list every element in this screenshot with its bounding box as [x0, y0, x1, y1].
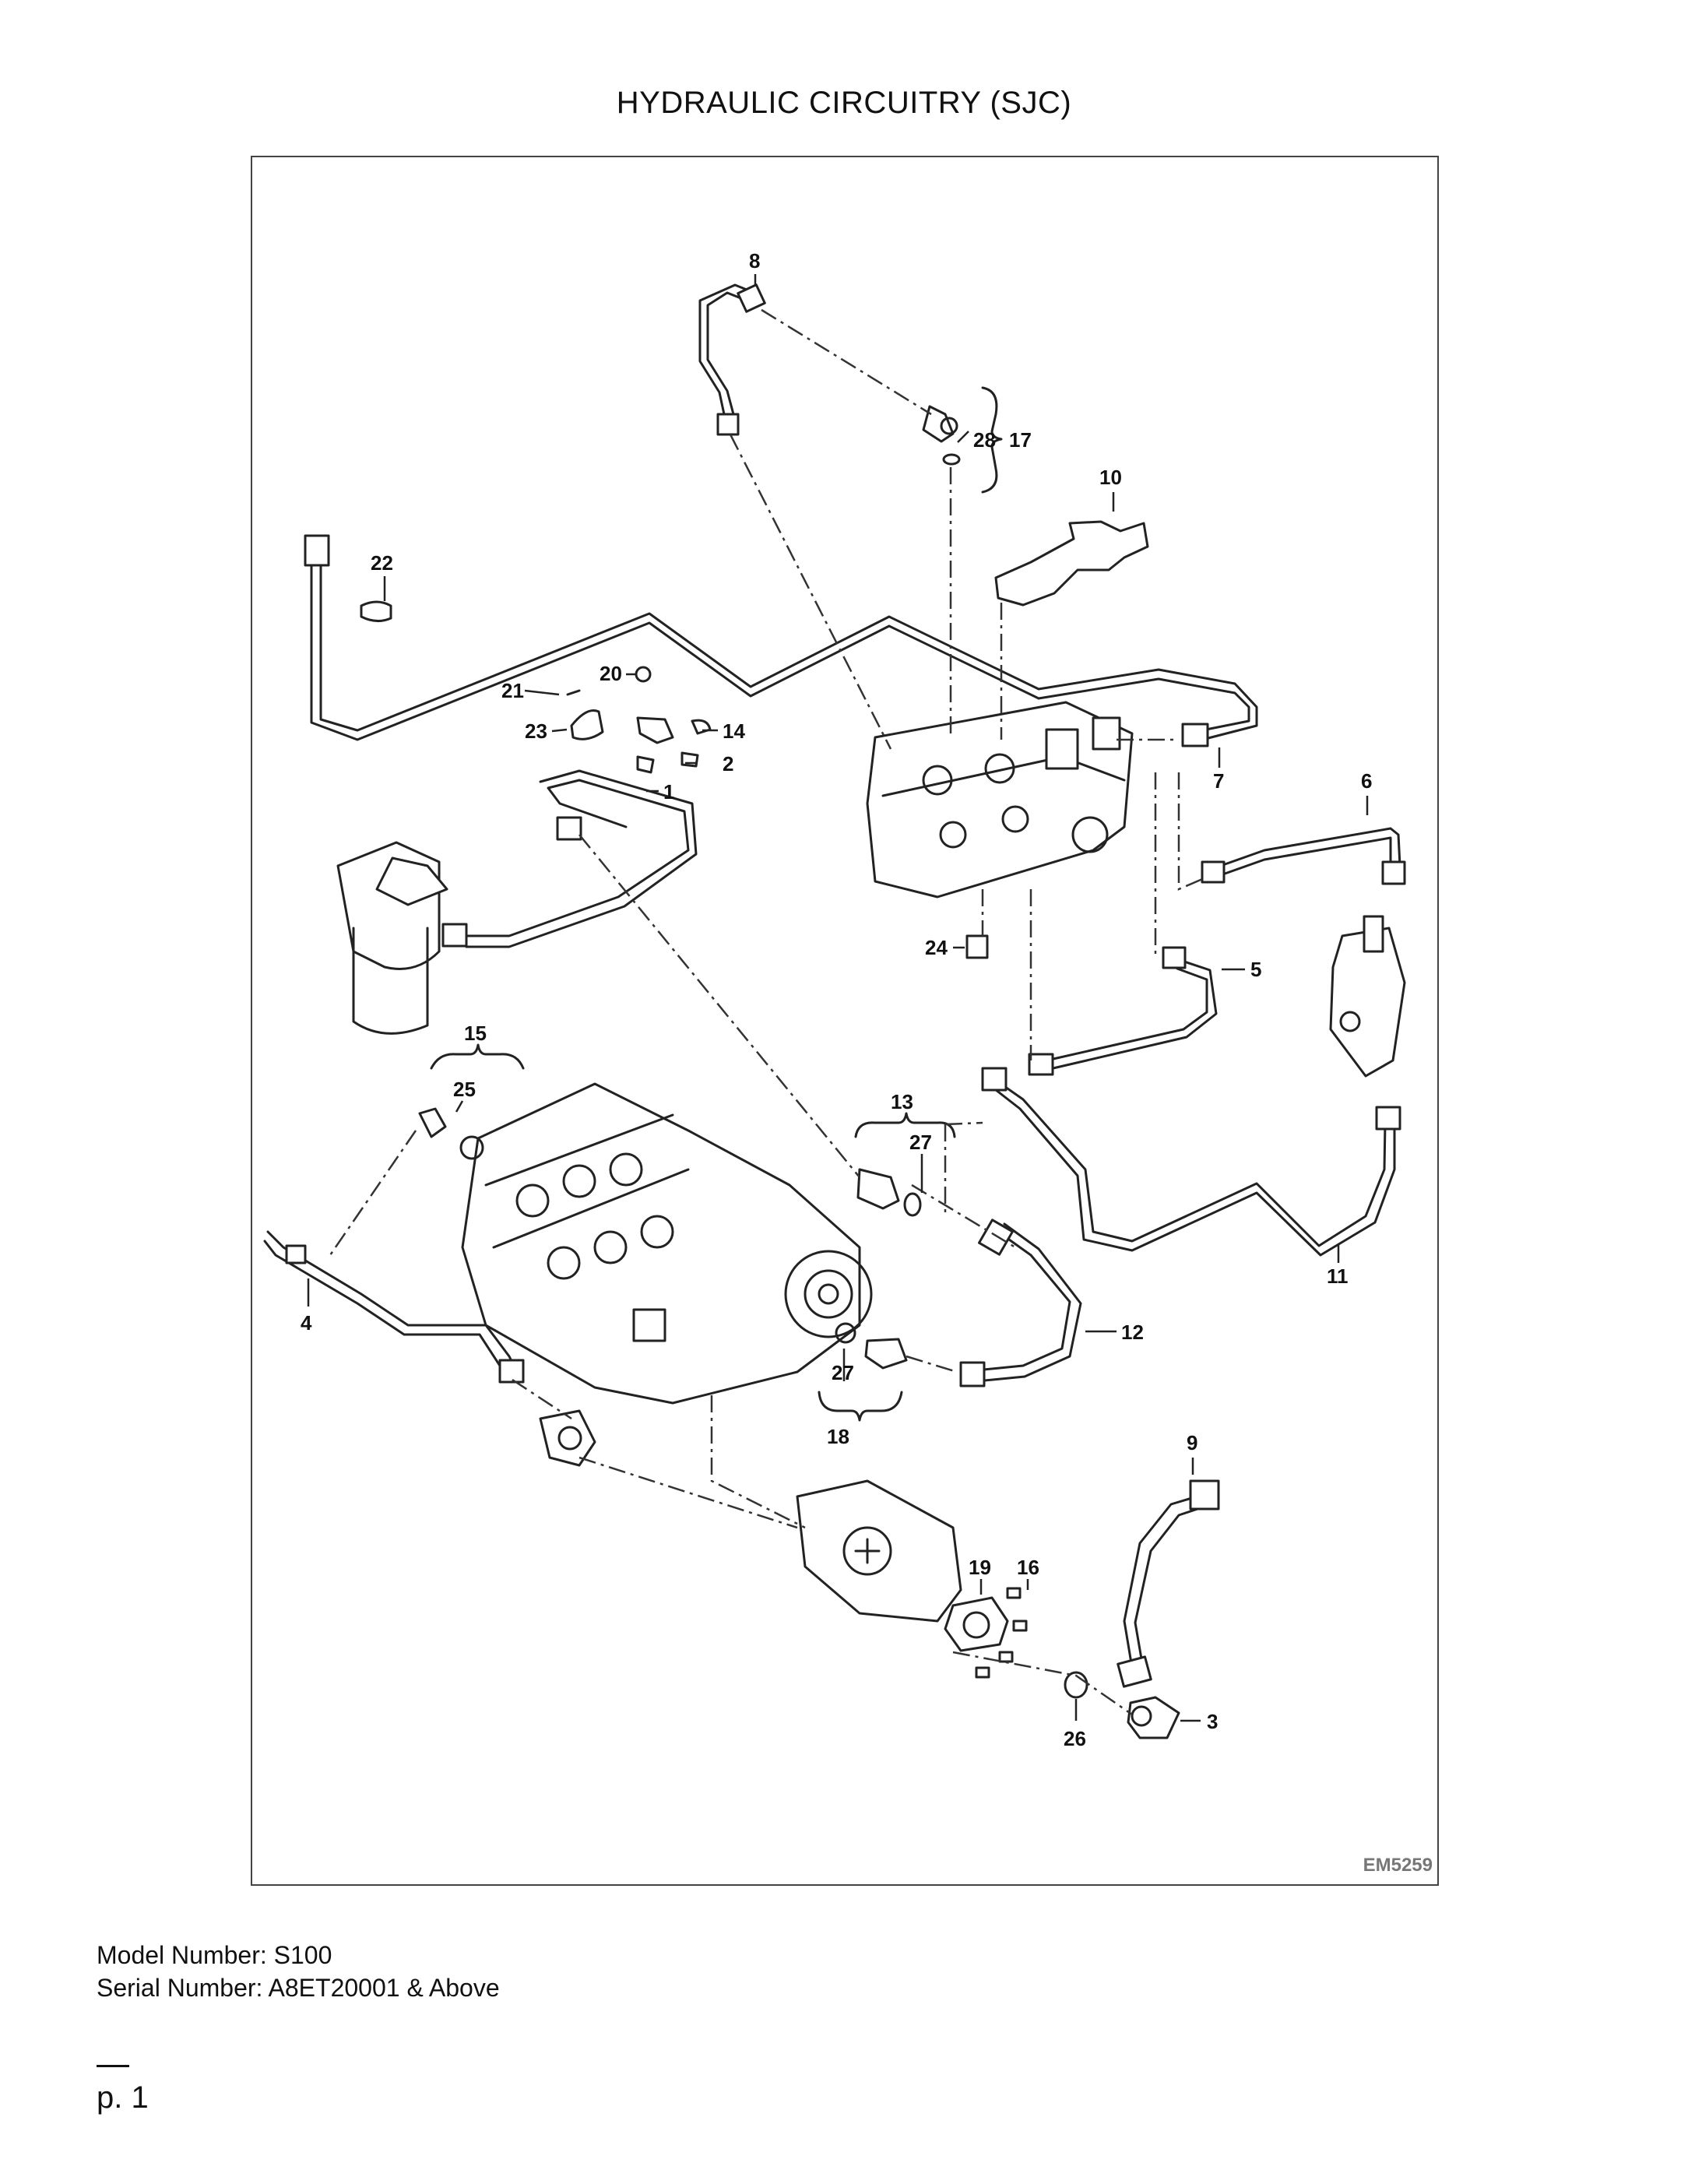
callout-26: 26: [1064, 1727, 1086, 1750]
page-divider: [97, 2065, 129, 2067]
hose-9: [1117, 1479, 1220, 1688]
callout-6: 6: [1361, 769, 1372, 793]
callout-28: 28: [973, 428, 996, 452]
callout-14: 14: [723, 719, 745, 743]
callout-10: 10: [1099, 466, 1122, 489]
callout-13: 13: [891, 1090, 913, 1113]
tube-6: [1201, 827, 1406, 885]
callout-2: 2: [723, 752, 733, 775]
fitting-25: [418, 1107, 484, 1160]
hydrostatic-pump: [461, 1082, 873, 1405]
charge-pump: [796, 1479, 962, 1623]
callout-22: 22: [371, 551, 393, 575]
callout-25: 25: [453, 1078, 476, 1101]
brace-15: [430, 1043, 525, 1070]
page-title: HYDRAULIC CIRCUITRY (SJC): [616, 86, 1072, 120]
tube-8: [698, 283, 766, 436]
callout-17: 17: [1009, 428, 1032, 452]
filter-tube: [465, 769, 698, 948]
relief-valve: [1329, 915, 1406, 1078]
fitting-13: [856, 1168, 922, 1217]
oring-26: [1064, 1671, 1088, 1699]
callout-19: 19: [969, 1556, 991, 1579]
hydraulic-diagram: 1 2 3 4 5 6 7 8 9 10 11 12 13 14 15 16 1…: [263, 249, 1406, 1750]
callout-15: 15: [464, 1022, 487, 1045]
callout-12: 12: [1121, 1321, 1144, 1344]
flange-19: [944, 1587, 1028, 1679]
tube-11: [981, 1067, 1401, 1257]
fitting-18: [835, 1322, 908, 1370]
callout-9: 9: [1187, 1431, 1197, 1454]
callout-8: 8: [749, 249, 760, 273]
tube-7: [304, 534, 1258, 747]
callout-27b: 27: [832, 1361, 854, 1384]
page-number: p. 1: [97, 2080, 149, 2115]
callout-3: 3: [1207, 1710, 1218, 1733]
tube-4: [263, 1230, 525, 1384]
callout-20: 20: [600, 662, 622, 685]
callout-1: 1: [663, 780, 674, 804]
callout-16: 16: [1017, 1556, 1039, 1579]
model-number: Model Number: S100: [97, 1941, 332, 1969]
brace-17: [981, 386, 1003, 494]
bracket-10: [994, 520, 1149, 607]
hydraulic-filter: [336, 841, 468, 1035]
callout-11: 11: [1327, 1264, 1349, 1288]
brace-18: [818, 1391, 903, 1422]
diagram-frame: 1 2 3 4 5 6 7 8 9 10 11 12 13 14 15 16 1…: [251, 156, 1439, 1886]
adapter-fitting: [539, 1409, 596, 1467]
serial-number: Serial Number: A8ET20001 & Above: [97, 1974, 500, 2002]
fitting-3: [1127, 1696, 1180, 1739]
callout-21: 21: [501, 679, 524, 702]
fitting-24: [965, 934, 989, 959]
callout-27a: 27: [909, 1131, 932, 1154]
hose-12: [959, 1219, 1082, 1387]
callout-7: 7: [1213, 769, 1224, 793]
clamp-hardware: [566, 666, 712, 774]
callout-4: 4: [301, 1311, 312, 1335]
callout-5: 5: [1250, 958, 1261, 981]
clamp-22: [360, 600, 392, 622]
callout-18: 18: [827, 1425, 849, 1448]
model-info: Model Number: S100 Serial Number: A8ET20…: [97, 1939, 500, 2004]
callout-23: 23: [525, 719, 547, 743]
control-valve: [866, 701, 1134, 899]
callout-24: 24: [925, 936, 948, 959]
brace-13: [854, 1112, 956, 1138]
fitting-17: [922, 405, 961, 466]
tube-5: [1028, 946, 1218, 1076]
figure-code: EM5259: [1363, 1855, 1433, 1876]
